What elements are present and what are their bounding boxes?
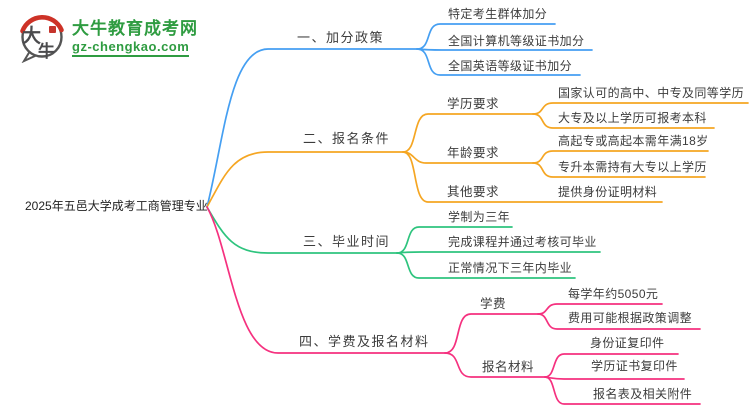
logo-bubble-icon: 大 牛 xyxy=(20,14,64,63)
subnode-age-requirement: 年龄要求 xyxy=(447,146,500,160)
logo-char-2: 牛 xyxy=(38,41,55,62)
branch-bonus-lines xyxy=(206,23,593,208)
subnode-education-requirement: 学历要求 xyxy=(447,97,500,111)
subnode-tuition: 学费 xyxy=(480,297,507,311)
leaf-node: 正常情况下三年内毕业 xyxy=(448,261,573,275)
leaf-node: 专升本需持有大专以上学历 xyxy=(558,160,707,174)
leaf-node: 完成课程并通过考核可毕业 xyxy=(448,235,597,249)
leaf-node: 身份证复印件 xyxy=(590,336,665,350)
logo-char-1: 大 xyxy=(22,24,41,47)
brand-domain: gz-chengkao.com xyxy=(72,39,190,57)
leaf-node: 学制为三年 xyxy=(448,210,511,224)
subnode-materials: 报名材料 xyxy=(482,360,535,374)
leaf-node: 费用可能根据政策调整 xyxy=(568,311,693,325)
site-logo: 大 牛 大牛教育成考网 gz-chengkao.com xyxy=(18,13,198,63)
branch-label-conditions: 二、报名条件 xyxy=(303,131,391,146)
logo-seal xyxy=(49,26,56,33)
brand-title: 大牛教育成考网 xyxy=(72,19,198,38)
leaf-node: 报名表及相关附件 xyxy=(593,387,693,401)
leaf-node: 提供身份证明材料 xyxy=(558,185,658,199)
leaf-node: 国家认可的高中、中专及同等学历 xyxy=(558,86,745,100)
branch-conditions-lines xyxy=(206,102,749,208)
branch-tuition-lines xyxy=(206,206,701,405)
branch-label-graduation: 三、毕业时间 xyxy=(303,234,391,249)
leaf-node: 全国计算机等级证书加分 xyxy=(448,34,585,48)
branch-label-tuition-materials: 四、学费及报名材料 xyxy=(299,334,430,349)
root-node: 2025年五邑大学成考工商管理专业 xyxy=(25,199,208,213)
leaf-node: 高起专或高起本需年满18岁 xyxy=(558,134,709,148)
leaf-node: 每学年约5050元 xyxy=(568,287,659,301)
branch-label-bonus-policy: 一、加分政策 xyxy=(297,30,385,45)
leaf-node: 大专及以上学历可报考本科 xyxy=(558,111,707,125)
subnode-other-requirement: 其他要求 xyxy=(447,185,500,199)
branch-graduation-lines xyxy=(206,206,601,279)
leaf-node: 全国英语等级证书加分 xyxy=(448,59,573,73)
leaf-node: 学历证书复印件 xyxy=(591,359,678,373)
leaf-node: 特定考生群体加分 xyxy=(448,7,548,21)
